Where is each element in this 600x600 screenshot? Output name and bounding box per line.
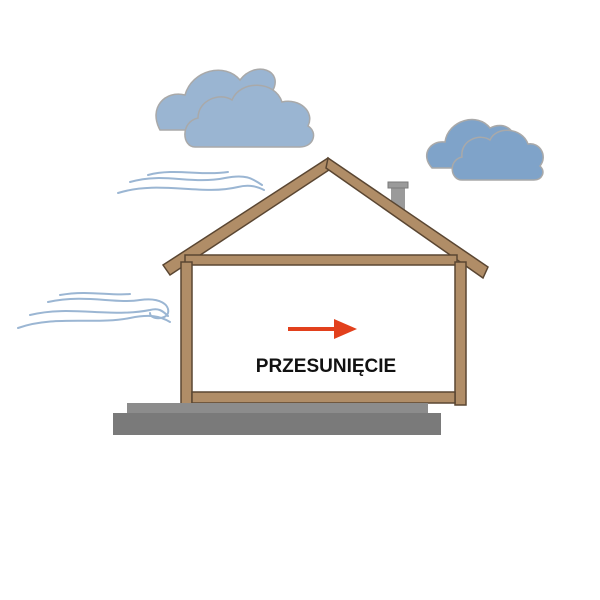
displacement-label: PRZESUNIĘCIE: [256, 356, 396, 377]
roof-rafter-right: [325, 156, 489, 280]
wind-line: [59, 291, 131, 296]
cloud-large: [155, 68, 315, 148]
floor-beam: [191, 391, 456, 404]
foundation-slab: [127, 403, 428, 415]
arrow-right-icon: [288, 319, 357, 339]
cloud-large-front: [184, 84, 315, 148]
wind-line: [129, 175, 263, 186]
roof: [161, 156, 489, 280]
cloud-small: [426, 118, 544, 181]
foundation-base: [113, 413, 441, 435]
arrow-head: [334, 319, 357, 339]
chimney-cap: [387, 181, 409, 189]
ceiling-joist: [184, 254, 458, 266]
foundation: [113, 403, 441, 435]
wind-line: [17, 314, 171, 329]
wall-left: [180, 261, 193, 406]
wind-lines-upper: [117, 171, 265, 194]
wall-right: [454, 261, 467, 406]
wind-line: [117, 184, 265, 194]
cloud-small-front: [451, 129, 544, 181]
wind-line: [147, 171, 229, 176]
wind-line: [29, 308, 169, 317]
wind-line: [47, 297, 170, 320]
wind-gust-icon: [17, 291, 171, 329]
